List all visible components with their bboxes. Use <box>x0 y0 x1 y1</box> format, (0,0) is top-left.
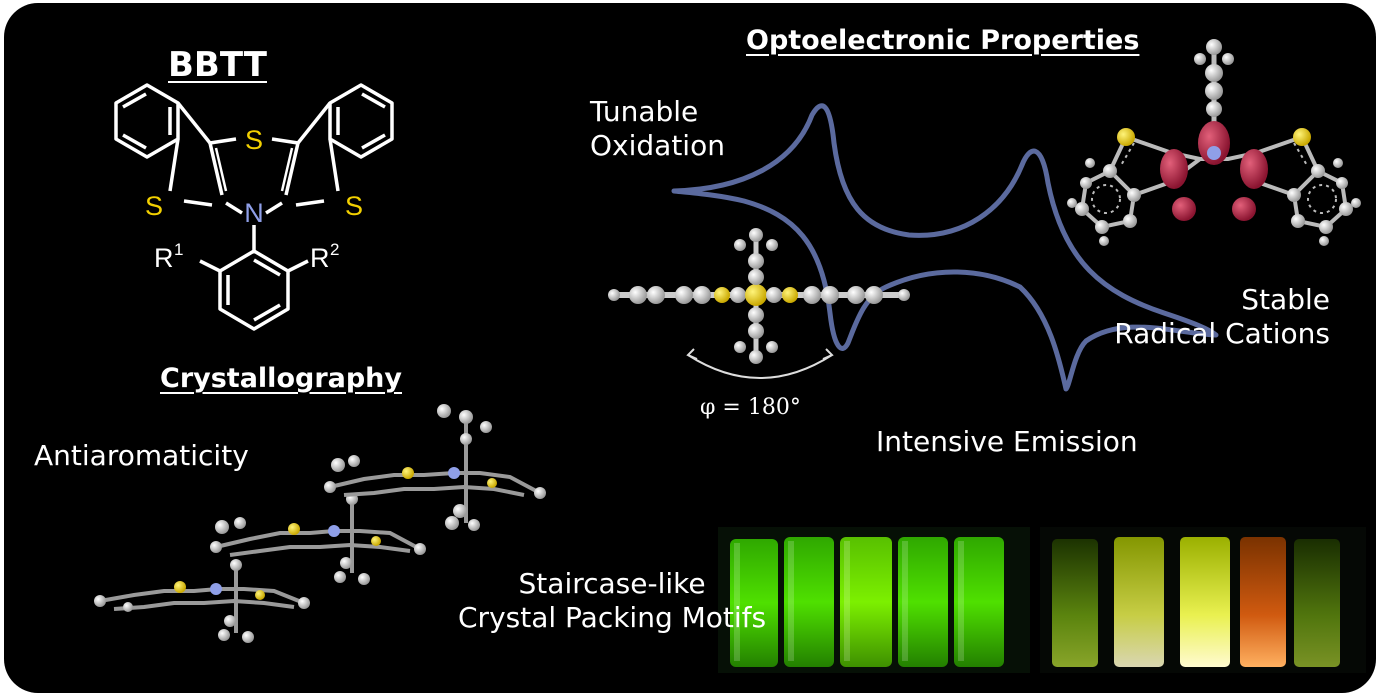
nitrogen-label: N <box>244 198 264 228</box>
tunable-line-2: Oxidation <box>590 129 725 162</box>
bond <box>122 133 147 150</box>
bond <box>209 137 237 145</box>
bond <box>265 201 283 215</box>
stable-radical-cations-label: Stable Radical Cations <box>1114 283 1330 351</box>
fluorescent-vials-solid <box>1040 527 1366 673</box>
bond <box>208 142 224 196</box>
fluorescent-vials-solution <box>718 527 1030 673</box>
packing-molecule-2 <box>215 497 421 573</box>
intensive-emission-label: Intensive Emission <box>876 425 1138 458</box>
dihedral-angle-label: φ = 180° <box>700 395 801 420</box>
sulfur-left-label: S <box>145 191 163 221</box>
r2-superscript: 2 <box>330 240 339 259</box>
bond <box>271 137 299 145</box>
rotation-arrow-icon <box>686 348 834 379</box>
r1-superscript: 1 <box>174 240 183 259</box>
aryl-ring <box>218 249 290 331</box>
bond <box>284 142 300 196</box>
bond <box>361 133 386 150</box>
bond <box>295 199 325 207</box>
bond <box>214 147 228 192</box>
cyclic-voltammogram-curve <box>671 103 1219 392</box>
r1-label: R <box>154 243 174 273</box>
r2-label: R <box>310 243 330 273</box>
bond <box>183 199 213 207</box>
optoelectronic-heading: Optoelectronic Properties <box>746 25 1140 56</box>
bond <box>296 101 332 145</box>
stable-line-2: Radical Cations <box>1114 317 1330 350</box>
staircase-line-1: Staircase-like <box>518 567 706 600</box>
toc-graphic-panel: S S S N R 1 R 2 <box>4 3 1376 693</box>
right-benzene-ring <box>328 83 394 159</box>
bond <box>168 138 180 192</box>
packing-atoms-1 <box>94 559 310 643</box>
artwork-layer: S S S N R 1 R 2 <box>94 39 1366 673</box>
bond <box>328 138 340 192</box>
tunable-oxidation-label: Tunable Oxidation <box>590 95 725 163</box>
bond <box>225 201 243 215</box>
bond <box>287 259 309 273</box>
bond <box>253 303 281 322</box>
antiaromaticity-label: Antiaromaticity <box>34 439 249 472</box>
bond <box>280 147 294 192</box>
staircase-label: Staircase-like Crystal Packing Motifs <box>458 567 766 635</box>
sulfur-center-label: S <box>245 125 263 155</box>
molecule-side-view <box>608 228 910 364</box>
crystal-packing-staircase <box>94 404 546 643</box>
tunable-line-1: Tunable <box>590 95 699 128</box>
compound-heading: BBTT <box>168 45 267 85</box>
packing-atoms-3 <box>324 404 546 531</box>
bond <box>199 259 221 273</box>
packing-molecule-1 <box>99 563 305 633</box>
radical-cation-spin-density <box>1067 39 1361 246</box>
bond <box>176 101 212 145</box>
packing-molecule-3 <box>329 413 541 523</box>
bond <box>122 92 147 109</box>
sulfur-right-label: S <box>345 191 363 221</box>
stable-line-1: Stable <box>1241 283 1330 316</box>
bond <box>253 258 281 277</box>
staircase-line-2: Crystal Packing Motifs <box>458 601 767 634</box>
crystallography-heading: Crystallography <box>160 363 402 394</box>
bbtt-structure <box>114 83 394 331</box>
bond <box>361 92 386 109</box>
